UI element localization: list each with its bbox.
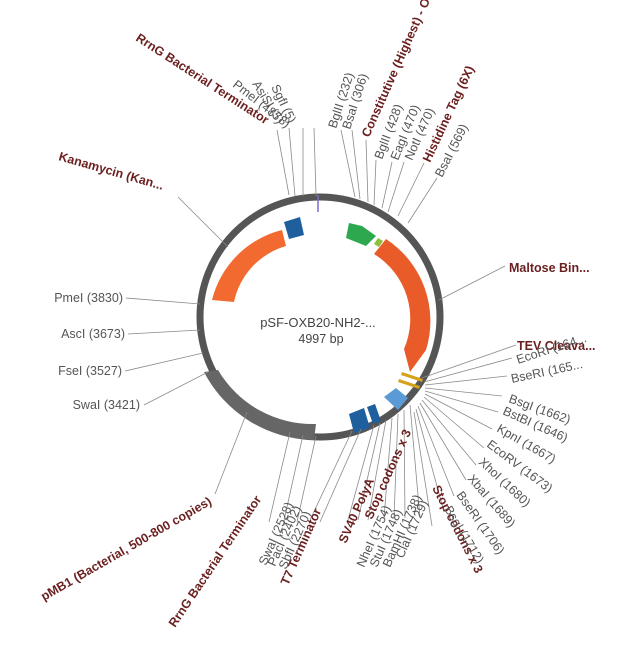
feature-sv40-block[interactable] — [349, 408, 370, 433]
plasmid-name: pSF-OXB20-NH2-... — [260, 315, 376, 330]
feature-tev-mark[interactable] — [401, 372, 423, 382]
feature-pmb1-arc[interactable] — [204, 370, 316, 440]
feature-kanamycin-arc[interactable] — [212, 230, 286, 302]
label-rrng-top[interactable]: RrnG Bacterial Terminator — [133, 31, 271, 127]
leader-lines — [124, 127, 517, 527]
label-pmb1[interactable]: pMB1 (Bacterial, 500-800 copies) — [39, 494, 214, 603]
label-tev[interactable]: TEV Cleava... — [517, 339, 596, 353]
site-swai-3421[interactable]: SwaI (3421) — [73, 398, 140, 412]
backbone-ring — [196, 193, 444, 441]
feature-rrng-top-block[interactable] — [284, 217, 304, 239]
label-kanamycin[interactable]: Kanamycin (Kan... — [57, 149, 165, 192]
site-fsei[interactable]: FseI (3527) — [58, 364, 122, 378]
feature-stop-block[interactable] — [367, 404, 381, 424]
feature-his-tag-block[interactable] — [374, 238, 383, 247]
feature-maltose-arc[interactable] — [374, 239, 431, 372]
feature-tev-mark-2[interactable] — [398, 379, 420, 389]
plasmid-size: 4997 bp — [298, 332, 343, 346]
feature-t7-block[interactable] — [384, 388, 408, 410]
site-asci[interactable]: AscI (3673) — [61, 327, 125, 341]
site-pmei-3830[interactable]: PmeI (3830) — [54, 291, 123, 305]
feature-oxb20-arrow[interactable] — [346, 223, 376, 246]
label-maltose[interactable]: Maltose Bin... — [509, 261, 590, 275]
